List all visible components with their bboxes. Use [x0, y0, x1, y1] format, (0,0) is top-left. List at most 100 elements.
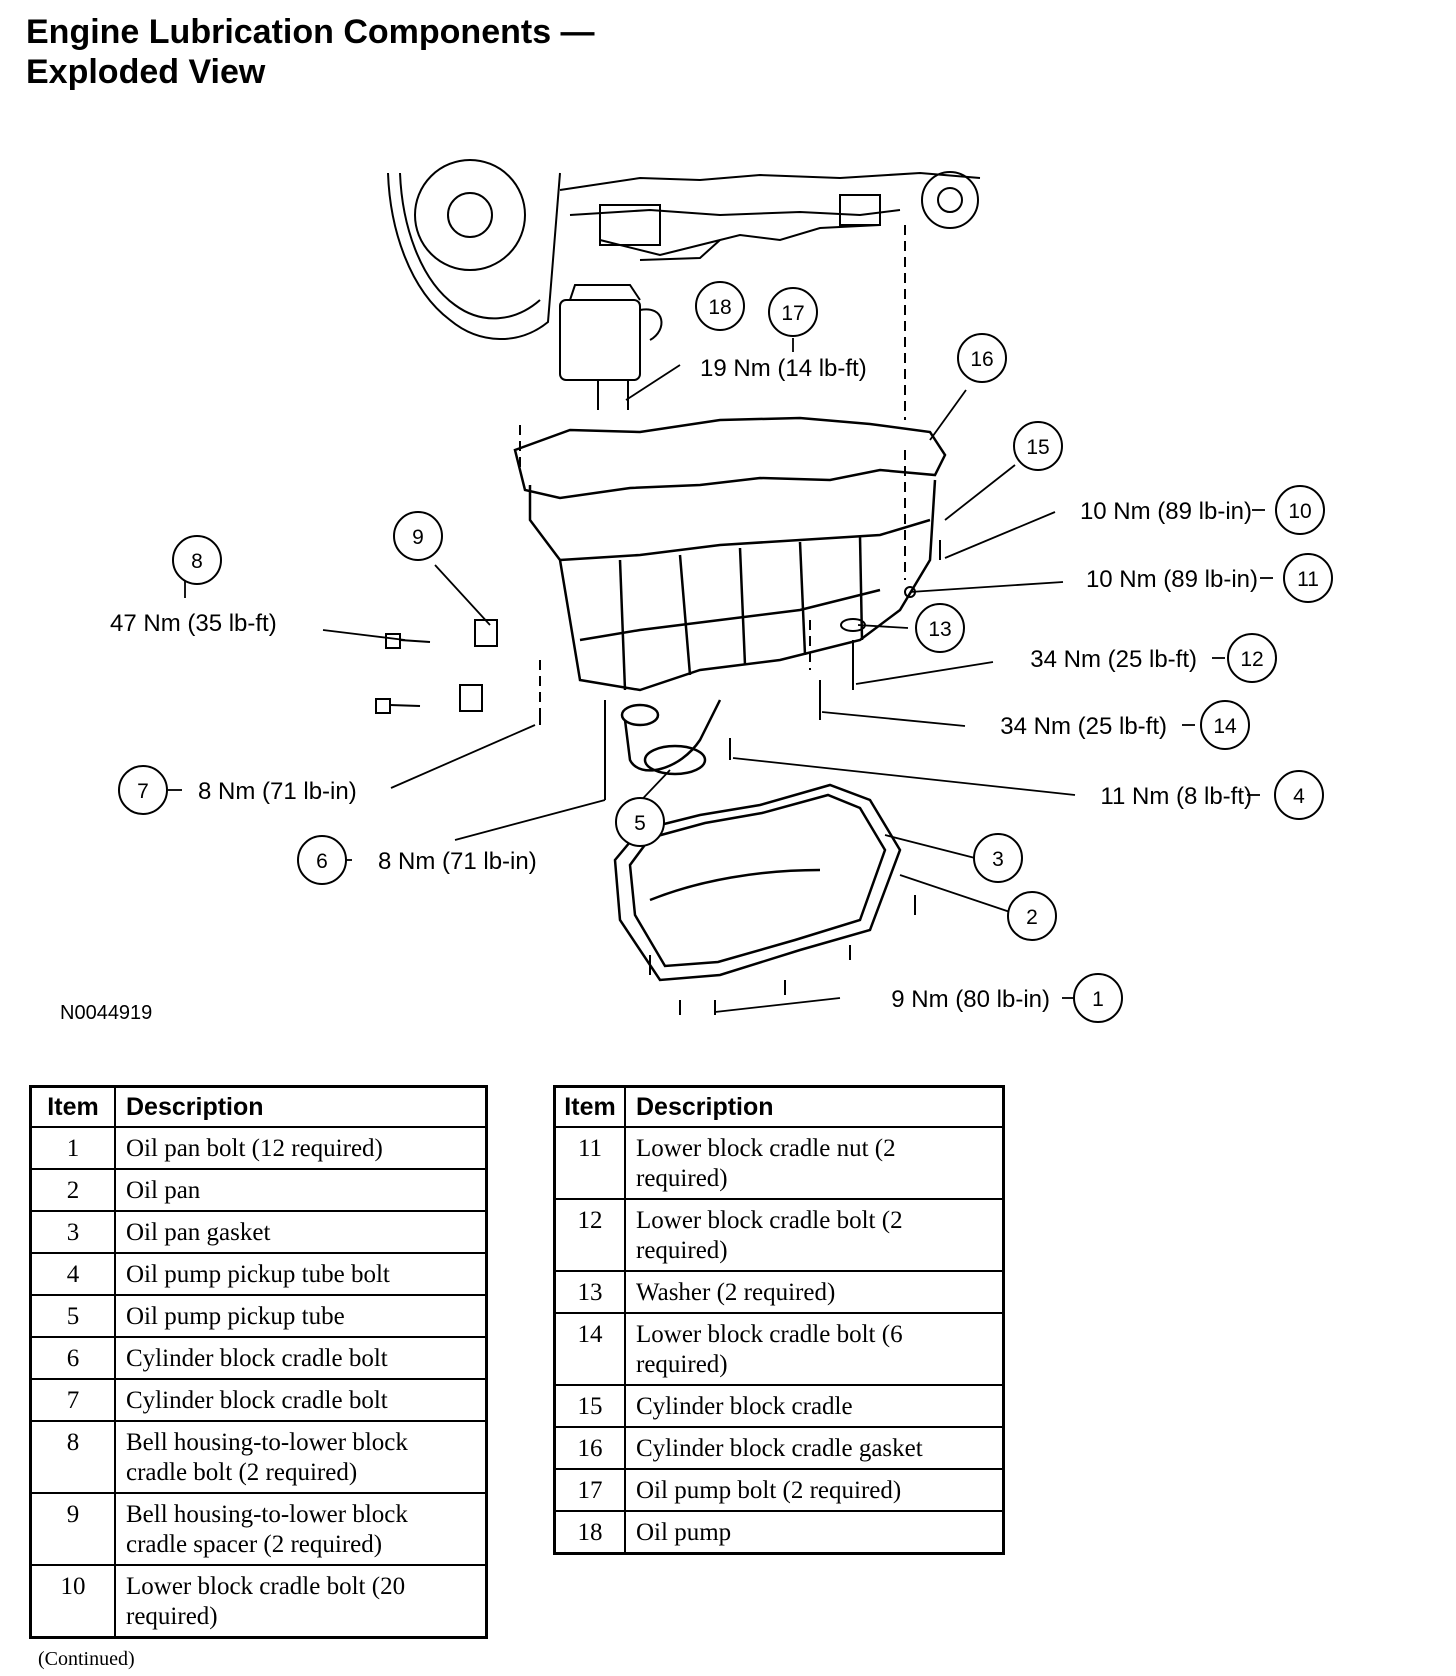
item-number: 18 [553, 1510, 626, 1555]
callout-number: 17 [781, 302, 804, 325]
item-description: Lower block cradle bolt (2 required) [624, 1198, 1005, 1272]
torque-label-4: 11 Nm (8 lb-ft) [1100, 783, 1252, 810]
callout-10: 10 [1275, 485, 1325, 535]
item-description: Oil pump bolt (2 required) [624, 1468, 1005, 1512]
item-number: 4 [29, 1252, 116, 1296]
oil-pan-drawing [613, 783, 902, 982]
item-number: 14 [553, 1312, 626, 1386]
callout-number: 18 [708, 296, 731, 319]
callout-number: 10 [1288, 500, 1311, 523]
torque-label-1: 9 Nm (80 lb-in) [891, 986, 1050, 1013]
item-description: Oil pump pickup tube bolt [114, 1252, 488, 1296]
callout-17: 17 [768, 287, 818, 337]
callout-number: 3 [992, 848, 1004, 871]
callout-number: 13 [928, 618, 951, 641]
item-description: Cylinder block cradle gasket [624, 1426, 1005, 1470]
callout-number: 16 [970, 348, 993, 371]
item-number: 13 [553, 1270, 626, 1314]
item-number: 16 [553, 1426, 626, 1470]
callout-2: 2 [1007, 891, 1057, 941]
item-number: 17 [553, 1468, 626, 1512]
item-number: 15 [553, 1384, 626, 1428]
description-column-header: Description [624, 1085, 1005, 1128]
item-number: 7 [29, 1378, 116, 1422]
item-description: Cylinder block cradle bolt [114, 1336, 488, 1380]
callout-4: 4 [1274, 770, 1324, 820]
callout-number: 12 [1240, 648, 1263, 671]
callout-5: 5 [615, 797, 665, 847]
callout-number: 2 [1026, 906, 1038, 929]
item-description: Lower block cradle bolt (6 required) [624, 1312, 1005, 1386]
item-number: 1 [29, 1126, 116, 1170]
item-description: Bell housing-to-lower block cradle space… [114, 1492, 488, 1566]
item-number: 6 [29, 1336, 116, 1380]
callout-11: 11 [1283, 553, 1333, 603]
callout-9: 9 [393, 511, 443, 561]
item-description: Oil pan [114, 1168, 488, 1212]
item-number: 3 [29, 1210, 116, 1254]
item-number: 10 [29, 1564, 116, 1639]
item-description: Cylinder block cradle bolt [114, 1378, 488, 1422]
callout-1: 1 [1073, 973, 1123, 1023]
torque-label-8: 47 Nm (35 lb-ft) [110, 610, 277, 637]
bolts-drawing [375, 540, 941, 1015]
table-header-row: Item Description [553, 1085, 1005, 1128]
item-column-header: Item [29, 1085, 116, 1128]
callout-18: 18 [695, 281, 745, 331]
item-description: Washer (2 required) [624, 1270, 1005, 1314]
callout-6: 6 [297, 835, 347, 885]
leader-lines [168, 338, 1273, 1013]
callout-7: 7 [118, 765, 168, 815]
figure-id: N0044919 [60, 1002, 153, 1024]
cylinder-block-cradle-drawing [513, 416, 947, 692]
engine-block-drawing [387, 159, 981, 410]
item-description: Lower block cradle nut (2 required) [624, 1126, 1005, 1200]
pickup-tube-drawing [620, 699, 722, 776]
exploded-view-diagram: 1 2 3 4 5 6 7 8 9 10 11 12 13 14 15 16 1… [110, 159, 1333, 1023]
table-header-row: Item Description [29, 1085, 488, 1128]
callout-number: 14 [1213, 715, 1237, 738]
callout-number: 7 [137, 780, 149, 803]
callout-16: 16 [957, 333, 1007, 383]
torque-label-11: 10 Nm (89 lb-in) [1086, 566, 1258, 593]
torque-label-14: 34 Nm (25 lb-ft) [1000, 713, 1167, 740]
torque-label-17: 19 Nm (14 lb-ft) [700, 355, 867, 382]
callout-number: 5 [634, 812, 646, 835]
page-title: Engine Lubrication Components — Exploded… [26, 12, 595, 92]
item-number: 11 [553, 1126, 626, 1200]
callout-12: 12 [1227, 633, 1277, 683]
callout-number: 8 [191, 550, 203, 573]
title-line-1: Engine Lubrication Components — [26, 13, 595, 51]
callout-number: 15 [1026, 436, 1049, 459]
torque-label-12: 34 Nm (25 lb-ft) [1030, 646, 1197, 673]
item-number: 8 [29, 1420, 116, 1494]
item-description: Oil pump [624, 1510, 1005, 1555]
callout-number: 11 [1297, 568, 1319, 591]
item-description: Oil pan bolt (12 required) [114, 1126, 488, 1170]
item-number: 9 [29, 1492, 116, 1566]
callout-number: 6 [316, 850, 328, 873]
callout-13: 13 [915, 603, 965, 653]
item-description: Oil pump pickup tube [114, 1294, 488, 1338]
torque-label-7: 8 Nm (71 lb-in) [198, 778, 357, 805]
torque-label-6: 8 Nm (71 lb-in) [378, 848, 537, 875]
description-column-header: Description [114, 1085, 488, 1128]
